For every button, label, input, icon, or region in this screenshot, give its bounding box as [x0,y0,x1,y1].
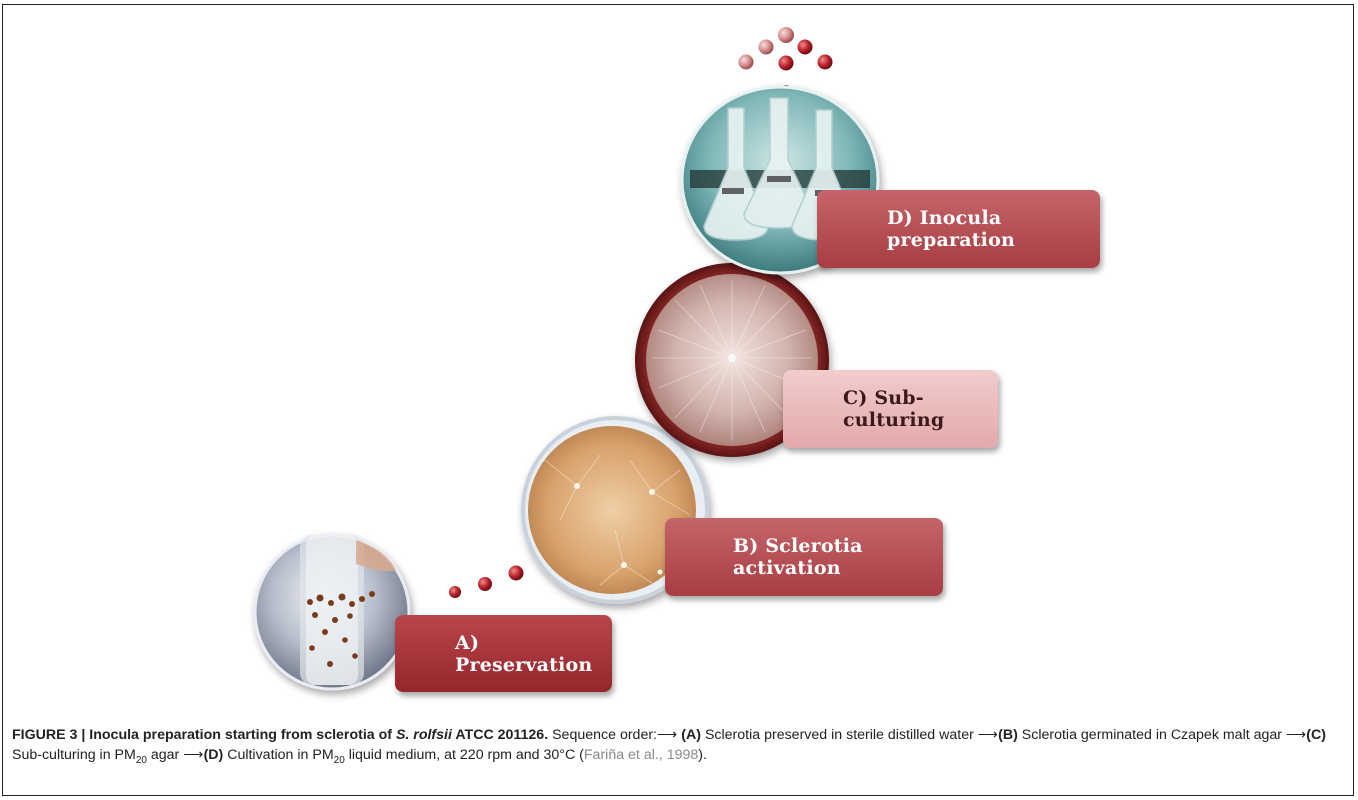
caption-end: ). [698,747,707,763]
sclerotia-activation-plate-photo [521,416,709,604]
caption-tag-b: (B) [998,727,1018,743]
caption-text-c-1: Sub-culturing in PM [12,747,136,763]
caption-text-c-2: agar ⟶ [146,747,204,763]
connector-beads-top [738,27,833,95]
caption-sub-c: 20 [135,754,147,766]
step-label-inocula-preparation: D) Inocula preparation [817,190,1100,268]
step-label-sub-culturing: C) Sub-culturing [783,370,998,448]
sub-culturing-plate-photo [635,263,829,457]
caption-text-d-2: liquid medium, at 220 rpm and 30°C ( [344,747,584,763]
caption-title: FIGURE 3 | Inocula preparation starting … [12,727,396,743]
caption-tag-c: (C) [1306,727,1326,743]
inocula-process-diagram [253,27,880,691]
caption-tag-d: (D) [203,747,224,763]
caption-strain: ATCC 201126. [451,727,549,743]
figure-caption: FIGURE 3 | Inocula preparation starting … [12,725,1346,771]
step-label-sclerotia-activation: B) Sclerotia activation [665,518,943,596]
preservation-tube-photo [253,533,411,691]
caption-text-a: Sclerotia preserved in sterile distilled… [701,727,999,743]
caption-text-b: Sclerotia germinated in Czapek malt agar… [1017,727,1307,743]
caption-sequence-intro: Sequence order:⟶ [548,727,682,743]
caption-tag-a: (A) [681,727,701,743]
caption-species: S. rolfsii [395,727,452,743]
connector-beads-a-b [449,565,524,598]
caption-sub-d: 20 [333,754,345,766]
caption-text-d-1: Cultivation in PM [223,747,334,763]
citation-link[interactable]: Fariña et al., 1998 [583,747,699,763]
step-label-preservation: A) Preservation [395,615,612,692]
